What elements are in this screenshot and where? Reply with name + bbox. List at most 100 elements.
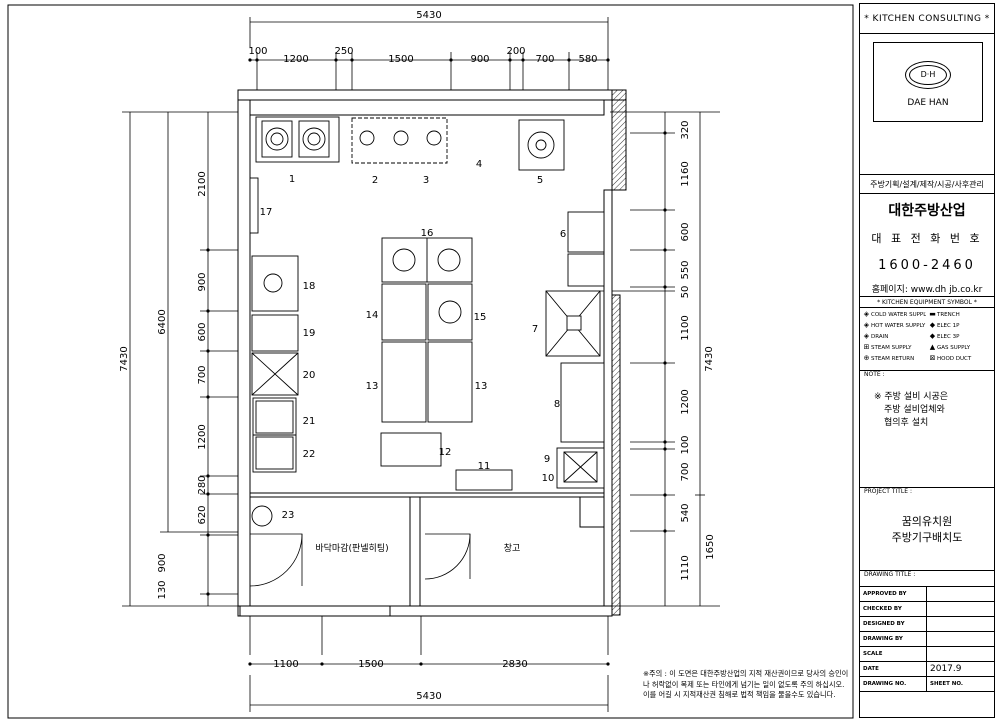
room-labels: 바닥마감(판넬히팅) 창고 [315,542,520,554]
dim-bottom-total: 5430 [416,691,441,702]
symbol-legend-item: ◈HOT WATER SUPPLY [862,320,926,331]
symbol-legend-item: ◈COLD WATER SUPPLY [862,309,926,320]
gas-supply-icon: ▲ [929,343,936,351]
dim-right-seg: 600 [680,222,691,241]
equipment-number: 23 [282,510,295,521]
steam-supply-icon: ⊞ [863,343,870,351]
equipment-number: 11 [478,461,491,472]
logo-name: DAE HAN [907,98,949,108]
equipment-number: 12 [439,447,452,458]
symbol-label: ELEC 3P [937,334,960,340]
company-name: 대한주방산업 [888,203,966,219]
hood-duct-icon: ⊠ [929,354,936,362]
copyright-warning: ※주의 : 이 도면은 대한주방산업의 지적 재산권이므로 당사의 승인이나 허… [643,669,849,699]
scale-label: SCALE [863,651,883,657]
equipment-number: 17 [260,207,273,218]
equipment-number: 1 [289,174,295,185]
date-value: 2017.9 [930,664,962,674]
equipment-number: 13 [475,381,488,392]
dim-right-seg: 550 [680,260,691,279]
symbol-legend-item: ⊕STEAM RETURN [862,353,926,364]
designed-by-label: DESIGNED BY [863,621,905,627]
approval-table: APPROVED BY CHECKED BY DESIGNED BY DRAWI… [860,586,994,692]
dim-right-seg: 1100 [680,315,691,340]
dim-top-seg: 1200 [283,54,308,65]
symbol-legend-item: ◆ELEC 3P [928,331,992,342]
equipment-number: 14 [366,310,379,321]
equipment-number: 3 [423,175,429,186]
approved-by-label: APPROVED BY [863,591,907,597]
equipment-number: 9 [544,454,550,465]
equipment-number: 10 [542,473,555,484]
dim-left-seg: 620 [197,505,208,524]
symbol-label: GAS SUPPLY [937,345,971,351]
dim-bottom-seg: 2830 [502,659,527,670]
steam-return-icon: ⊕ [863,354,870,362]
dim-bottom-seg: 1100 [273,659,298,670]
cold-water-icon: ◈ [863,310,870,318]
dim-top-seg: 1500 [388,54,413,65]
symbol-legend: ◈COLD WATER SUPPLY▬TRENCH◈HOT WATER SUPP… [860,309,994,369]
symbol-label: HOOD DUCT [937,356,972,362]
equipment-number: 16 [421,228,434,239]
symbol-label: STEAM RETURN [871,356,915,362]
hot-water-icon: ◈ [863,321,870,329]
phone-number: 1600-2460 [878,258,976,273]
services-line: 주방기획/설계/제작/시공/사후관리 [860,174,994,194]
symbol-legend-item: ⊠HOOD DUCT [928,353,992,364]
drawing-by-label: DRAWING BY [863,636,903,642]
symbol-label: HOT WATER SUPPLY [871,323,926,329]
symbol-label: STEAM SUPPLY [871,345,912,351]
symbol-legend-title: * KITCHEN EQUIPMENT SYMBOL * [860,296,994,308]
room-floor-finish: 바닥마감(판넬히팅) [315,542,388,554]
dim-right-seg: 1110 [680,555,691,580]
project-line: 꿈의유치원 [901,515,953,528]
symbol-legend-item: ▲GAS SUPPLY [928,342,992,353]
symbol-legend-item: ⊞STEAM SUPPLY [862,342,926,353]
project-title-label: PROJECT TITLE : [860,487,994,495]
elec-3p-icon: ◆ [929,332,936,340]
equipment-number: 4 [476,159,482,170]
consulting-header: * KITCHEN CONSULTING * [860,4,994,34]
doors [249,533,471,587]
equipment-number: 6 [560,229,566,240]
dim-left-seg: 280 [197,475,208,494]
equipment-number: 20 [303,370,316,381]
equipment-number: 19 [303,328,316,339]
title-block: * KITCHEN CONSULTING * D·H DAE HAN 주방기획/… [859,3,995,718]
dim-right-seg: 540 [680,503,691,522]
dim-right-seg: 320 [680,120,691,139]
dimension-lines [122,17,720,712]
dim-left-seg: 700 [197,365,208,384]
company-logo: D·H DAE HAN [873,42,983,122]
trench-icon: ▬ [929,310,936,318]
dim-top-seg: 580 [578,54,597,65]
equipment-number: 8 [554,399,560,410]
phone-label: 대 표 전 화 번 호 [871,232,983,245]
note-label: NOTE : [860,370,994,378]
dim-top-seg: 900 [470,54,489,65]
dim-left-seg: 130 [157,580,168,599]
equipment-number: 7 [532,324,538,335]
dim-right-seg: 700 [680,462,691,481]
logo-mark: D·H [909,65,947,85]
equipment-number: 5 [537,175,543,186]
dimension-labels-vertical: 7430 6400 2100 900 600 700 1200 280 620 … [119,120,716,599]
dim-right-seg: 1200 [680,389,691,414]
drain-icon: ◈ [863,332,870,340]
dim-left-seg: 900 [157,553,168,572]
dim-right-extra: 1650 [705,534,716,559]
website: 홈페이지: www.dh jb.co.kr [871,285,983,295]
room-storage: 창고 [504,543,521,554]
kitchen-floor-plan: 5430 100 1200 250 1500 900 200 700 580 1… [7,4,854,719]
equipment [249,116,605,527]
equipment-number: 13 [366,381,379,392]
dim-top-seg: 200 [506,46,525,57]
dim-left-seg: 1200 [197,424,208,449]
sheet-no-label: SHEET NO. [930,681,963,687]
dim-top-total: 5430 [416,10,441,21]
dim-left-outer: 7430 [119,346,130,371]
equipment-number: 2 [372,175,378,186]
date-label: DATE [863,666,879,672]
dim-right-seg: 100 [680,435,691,454]
